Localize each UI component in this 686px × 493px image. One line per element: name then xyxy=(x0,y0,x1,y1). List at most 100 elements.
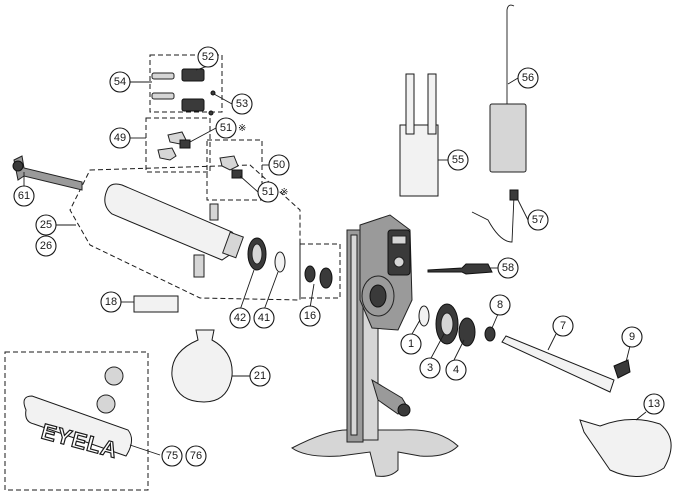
callout-3: 3 xyxy=(419,357,441,379)
svg-text:13: 13 xyxy=(648,398,660,410)
svg-text:4: 4 xyxy=(453,364,459,376)
callout-8: 8 xyxy=(489,294,511,316)
elbow-50 xyxy=(219,155,239,171)
outline-condenser-group xyxy=(69,164,301,301)
callout-49: 49 xyxy=(109,127,131,149)
svg-text:42: 42 xyxy=(234,312,246,324)
condenser-neck xyxy=(222,231,244,259)
control-knob xyxy=(393,256,405,268)
callout-13: 13 xyxy=(643,393,665,415)
leader-8 xyxy=(491,313,499,329)
clip-8 xyxy=(484,326,496,342)
leader-51b xyxy=(239,175,259,193)
leader-lines xyxy=(23,65,647,456)
callout-54: 54 xyxy=(109,71,131,93)
callout-53: 53 xyxy=(231,93,253,115)
svg-text:50: 50 xyxy=(273,159,285,171)
svg-text:18: 18 xyxy=(105,296,117,308)
vapor-duct-7 xyxy=(501,335,615,393)
svg-text:21: 21 xyxy=(254,370,266,382)
clip-9 xyxy=(613,359,631,379)
condenser-group xyxy=(12,155,333,289)
callout-7: 7 xyxy=(552,315,574,337)
callout-26: 26 xyxy=(35,235,57,257)
callout-58: 58 xyxy=(497,257,519,279)
nut-52-b xyxy=(181,98,205,112)
svg-text:55: 55 xyxy=(452,154,464,166)
outline-group-75 xyxy=(4,351,149,491)
svg-text:58: 58 xyxy=(502,262,514,274)
outline-group-16 xyxy=(299,243,341,299)
svg-text:51: 51 xyxy=(220,122,232,134)
outline-group-49 xyxy=(145,117,211,173)
bracket-55 xyxy=(399,124,439,197)
svg-text:3: 3 xyxy=(427,362,433,374)
callout-1: 1 xyxy=(400,333,422,355)
leader-3 xyxy=(429,333,445,361)
ring-4 xyxy=(458,317,476,347)
callout-16: 16 xyxy=(299,305,321,327)
cock-61 xyxy=(13,155,83,191)
svg-text:49: 49 xyxy=(114,132,126,144)
flask-13 xyxy=(579,419,672,477)
clamp-18 xyxy=(133,295,179,313)
hose-fittings xyxy=(151,68,243,179)
leader-9 xyxy=(625,345,631,363)
leader-4 xyxy=(453,339,465,361)
leader-57 xyxy=(517,199,529,221)
column-rail xyxy=(350,234,358,436)
fitting-54-b xyxy=(151,92,175,100)
callout-52: 52 xyxy=(197,46,219,68)
callout-55: 55 xyxy=(447,149,469,171)
svg-text:26: 26 xyxy=(40,240,52,252)
condenser-bottom-port xyxy=(193,254,205,278)
note-mark-51a: ※ xyxy=(238,123,246,134)
rotary-joint-bore xyxy=(369,284,387,308)
flask-21 xyxy=(171,329,233,403)
display-window xyxy=(391,235,407,245)
callout-76: 76 xyxy=(185,445,207,467)
svg-text:8: 8 xyxy=(497,299,503,311)
svg-text:7: 7 xyxy=(560,320,566,332)
seal-3-inner xyxy=(440,312,454,336)
ring-16b xyxy=(319,267,333,289)
svg-text:54: 54 xyxy=(114,76,126,88)
lever-knob xyxy=(397,403,411,417)
svg-text:9: 9 xyxy=(629,331,635,343)
leader-51a xyxy=(189,127,217,143)
callout-18: 18 xyxy=(100,291,122,313)
svg-text:57: 57 xyxy=(532,214,544,226)
svg-text:52: 52 xyxy=(202,51,214,63)
main-unit xyxy=(291,214,459,477)
svg-text:61: 61 xyxy=(18,190,30,202)
leader-56 xyxy=(507,77,519,85)
leader-75 xyxy=(129,444,161,456)
svg-text:56: 56 xyxy=(522,72,534,84)
note-mark-51b: ※ xyxy=(280,187,288,198)
cap-76-b xyxy=(96,394,116,414)
nut-51-a xyxy=(179,139,191,149)
leader-41 xyxy=(263,271,279,311)
callout-51b: 51 xyxy=(257,181,279,203)
callout-56: 56 xyxy=(517,67,539,89)
bracket-55-post-b xyxy=(427,73,437,135)
svg-text:1: 1 xyxy=(408,338,414,350)
clip-53-b xyxy=(208,110,214,116)
ring-16a xyxy=(304,265,316,283)
cock-61-handle xyxy=(12,160,24,172)
ring-1 xyxy=(418,305,430,327)
callout-50: 50 xyxy=(268,154,290,176)
callout-4: 4 xyxy=(445,359,467,381)
leader-7 xyxy=(547,333,557,351)
callout-42: 42 xyxy=(229,307,251,329)
screwdriver-58 xyxy=(427,263,493,275)
callout-41: 41 xyxy=(253,307,275,329)
leader-53 xyxy=(213,93,233,105)
bracket-55-post-a xyxy=(405,73,415,135)
seal-42-inner xyxy=(251,243,263,265)
plug-57 xyxy=(509,189,519,201)
leader-13 xyxy=(635,411,647,421)
left-parts: EYELA xyxy=(23,295,233,464)
svg-text:25: 25 xyxy=(40,219,52,231)
